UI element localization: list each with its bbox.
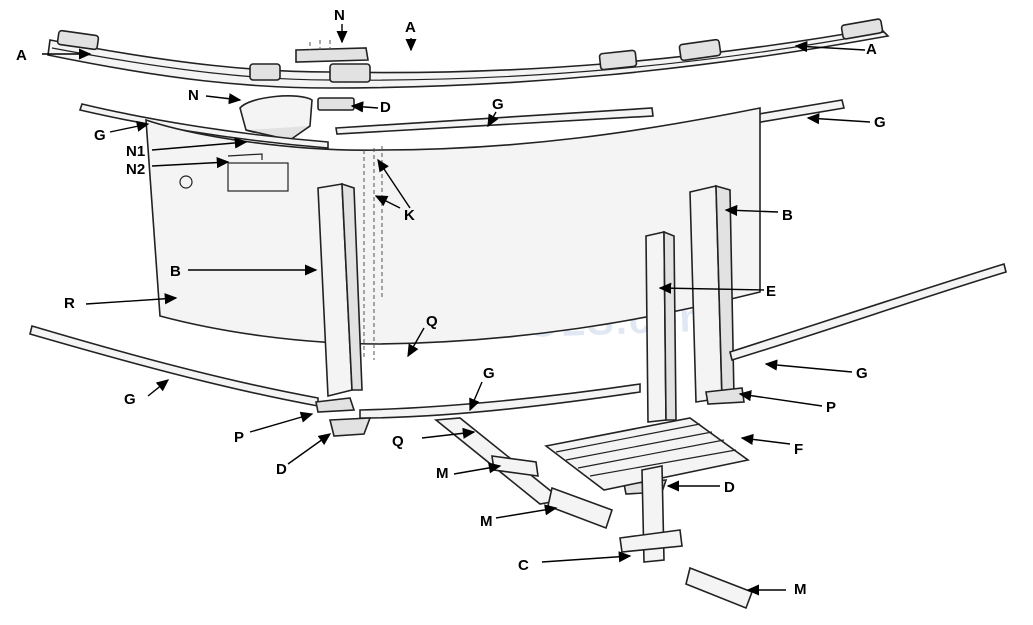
label-r: R [64,295,75,312]
label-a-left: A [16,47,27,64]
label-q-bottom: Q [392,433,404,450]
label-n-mid: N [188,87,199,104]
label-g-left-bottom: G [124,391,136,408]
label-b-right: B [782,207,793,224]
label-k: K [404,207,415,224]
label-q-top: Q [426,313,438,330]
channel-m-bottom [685,566,754,610]
label-g-right-top: G [874,114,886,131]
bottom-plate-p-right [705,387,745,405]
bottom-rail-g-right [729,262,1007,362]
label-e: E [766,283,777,300]
upright-b-right [689,184,735,403]
top-rail-a [47,18,890,89]
bottom-rail-g-center [359,383,641,419]
channel-m-mid [547,486,614,530]
label-n2: N2 [126,161,146,178]
label-g-right-mid: G [856,365,868,382]
label-p-right: P [826,399,837,416]
label-m-mid: M [480,513,493,530]
label-c: C [518,557,529,574]
label-p-left: P [234,429,245,446]
support-c [619,465,683,563]
label-n1: N1 [126,143,146,160]
label-g-center-bottom: G [483,365,495,382]
label-d-right: D [724,479,735,496]
upright-e [645,230,677,423]
fitting-d-top [317,97,355,111]
leader-arrows [42,24,871,596]
label-a-top: A [405,19,416,36]
upright-b-left [317,182,363,398]
bolt-strip-k [363,146,383,360]
label-g-left-top: G [94,127,106,144]
label-d-left: D [276,461,287,478]
label-b-left: B [170,263,181,280]
bottom-cuff-d-left [328,417,372,437]
top-cap-n [295,40,369,63]
pool-wall-r [145,107,761,345]
label-m-bottom: M [794,581,807,598]
ground-plank-f [544,417,750,491]
label-a-right: A [866,41,877,58]
bottom-plate-p-left [315,397,356,413]
label-m-top: M [436,465,449,482]
label-n-top: N [334,7,345,24]
label-g-center-top: G [492,96,504,113]
top-cap-n-mid [239,95,313,141]
label-d-top: D [380,99,391,116]
label-f: F [794,441,804,458]
